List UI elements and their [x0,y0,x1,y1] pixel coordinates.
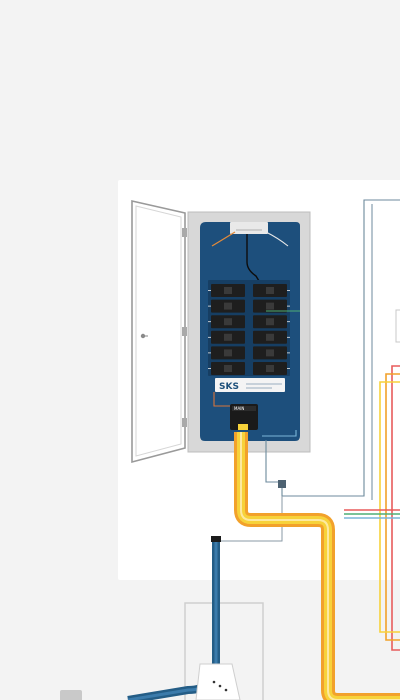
junction-label: MAIN [234,406,244,411]
hinge-bottom [182,418,187,427]
hinge-top [182,228,187,237]
lead-wire [213,392,232,407]
breaker-switch [224,333,232,341]
panel-door [131,199,187,464]
internal-wire-center [246,234,263,287]
blue-wire-right [262,430,297,437]
breaker-switch [224,365,232,372]
breaker-switch [266,302,274,310]
gray-drop [220,496,283,542]
breaker-grid [208,284,290,375]
floor-box [195,663,241,700]
breaker-switch [266,349,274,357]
room-outline [184,602,264,700]
right-device [395,309,400,343]
conduit-cap [211,536,221,542]
breaker-switch [266,333,274,341]
outlet-box [60,690,82,700]
breaker-switch [266,318,274,326]
breaker-switch [224,302,232,310]
device-label: SKS [219,382,239,392]
main-cable-bundle [234,432,400,700]
internal-wire-left [211,231,236,247]
breaker-switch [224,287,232,294]
hinge-mid [182,327,187,336]
breaker-switch [266,365,274,372]
breaker-switch [266,287,274,294]
breaker-switch [224,349,232,357]
breaker-switch [224,318,232,326]
small-connector [278,480,286,488]
top-bracket [230,222,268,234]
internal-wire-right [265,231,289,247]
side-wire-bundle [344,204,400,651]
